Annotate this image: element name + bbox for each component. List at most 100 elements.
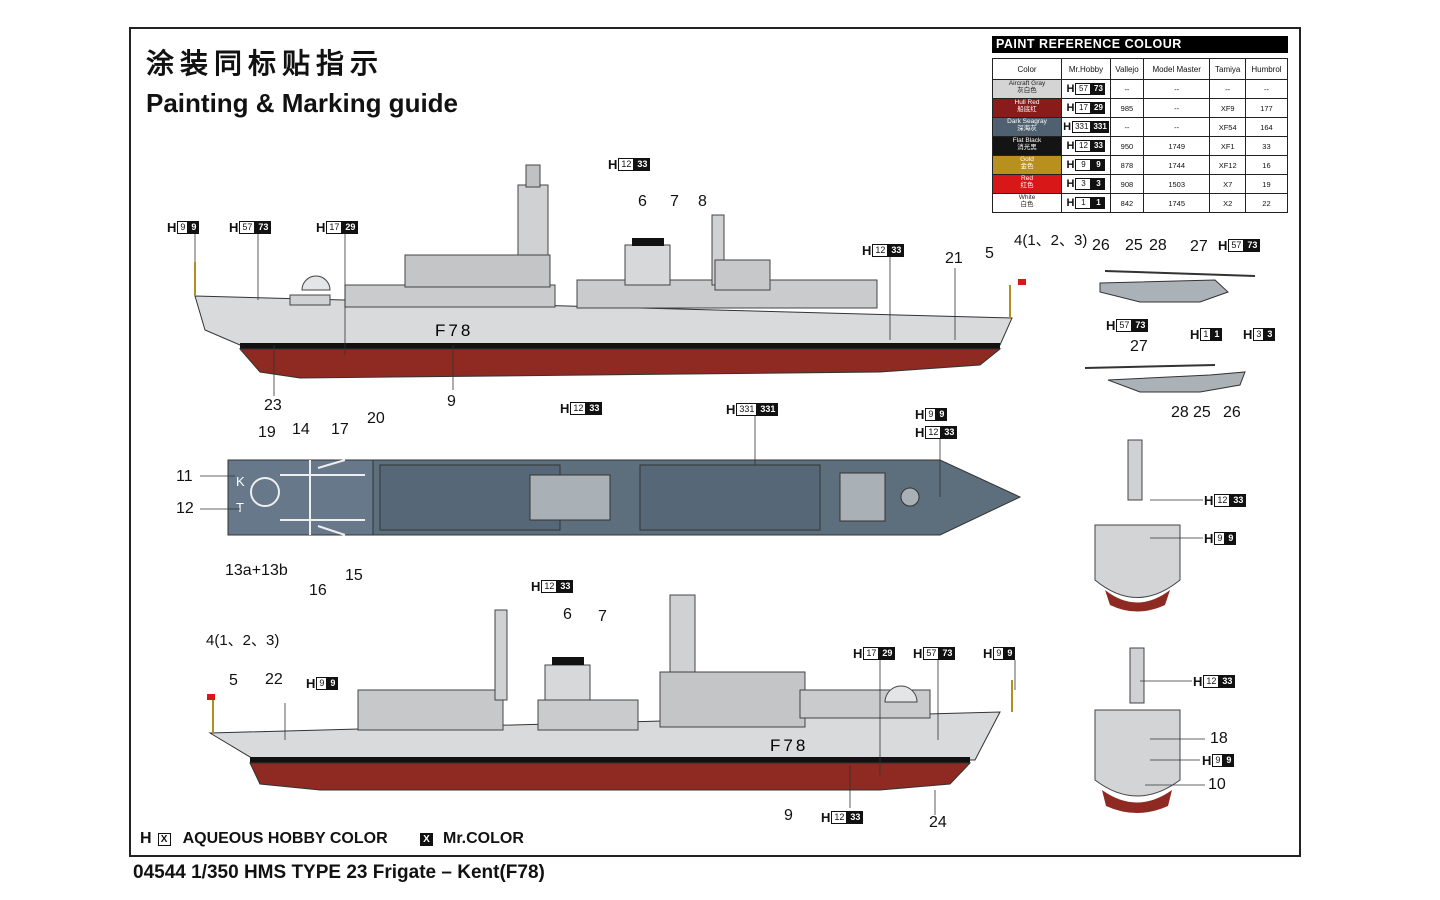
paint-table-title: PAINT REFERENCE COLOUR	[992, 36, 1288, 53]
front-view-bottom	[1094, 647, 1181, 813]
callout-12: 12	[176, 500, 194, 517]
swatch-name-en: Flat Black	[1012, 137, 1042, 144]
h-code-aqueous: 331	[1072, 121, 1092, 133]
callout-15: 15	[345, 567, 363, 584]
h-code-aqueous: 17	[1075, 102, 1092, 114]
tag-mr-code: 33	[1230, 494, 1247, 507]
swatch-name-cn: 船底红	[1017, 106, 1037, 113]
top-side-profile: F78	[194, 164, 1026, 379]
callout-5-top: 5	[985, 245, 994, 262]
callout-19: 19	[258, 424, 276, 441]
legend-aqueous-label: AQUEOUS HOBBY COLOR	[182, 830, 388, 847]
tag-mr-code: 73	[1244, 239, 1261, 252]
swatch-name-en: Dark Seagray	[1007, 118, 1047, 125]
tag-aqueous-code: 9	[316, 677, 328, 690]
tag-aqueous-code: 9	[1212, 754, 1224, 767]
tag-aqueous-code: 9	[1214, 532, 1226, 545]
tag-aqueous-code: 17	[863, 647, 880, 660]
h-code-aqueous: 57	[1075, 83, 1092, 95]
tag-mr-code: 331	[757, 403, 779, 416]
tag-mr-code: 9	[1004, 647, 1016, 660]
swatch-name-en: Hull Red	[1014, 99, 1040, 106]
tag-aqueous-code: 12	[831, 811, 848, 824]
h-code-mr: 73	[1091, 83, 1106, 95]
callout-17: 17	[331, 421, 349, 438]
callout-4-top: 4(1、2、3)	[1014, 232, 1088, 249]
callout-18: 18	[1210, 730, 1228, 747]
tag-aqueous-code: 12	[872, 244, 889, 257]
vallejo-code: 842	[1110, 193, 1144, 213]
swatch-name-cn: 灰白色	[1017, 87, 1037, 94]
h-code-aqueous: 9	[1075, 159, 1092, 171]
swatch-name-cn: 深海灰	[1017, 125, 1037, 132]
callout-26-heli2: 26	[1223, 404, 1241, 421]
callout-9-bottom: 9	[784, 807, 793, 824]
tag-aqueous-code: 9	[177, 221, 189, 234]
deck-plan: K T	[227, 459, 1022, 536]
legend-mr-box: X	[420, 832, 433, 846]
callout-28-heli2: 28	[1171, 404, 1189, 421]
tag-mr-code: 33	[634, 158, 651, 171]
tag-mr-code: 9	[188, 221, 200, 234]
tamiya-code: X2	[1209, 193, 1246, 213]
callout-27-heli2: 27	[1130, 338, 1148, 355]
tag-mr-code: 33	[586, 402, 603, 415]
tag-mr-code: 3	[1264, 328, 1276, 341]
legend-h-prefix: H	[140, 830, 152, 847]
tag-mr-code: 73	[1132, 319, 1149, 332]
tag-aqueous-code: 1	[1200, 328, 1212, 341]
callout-6-top: 6	[638, 193, 647, 210]
h-code-mr: 3	[1091, 178, 1106, 190]
helicopter-bottom	[1084, 364, 1246, 393]
callout-4-bottom: 4(1、2、3)	[206, 632, 280, 649]
tag-mr-code: 9	[327, 677, 339, 690]
tag-aqueous-code: 331	[736, 403, 758, 416]
tag-aqueous-code: 12	[1214, 494, 1231, 507]
callout-26-heli1: 26	[1092, 237, 1110, 254]
callout-25-heli2: 25	[1193, 404, 1211, 421]
vallejo-code: 878	[1110, 155, 1144, 175]
h-code-mr: 331	[1091, 121, 1109, 133]
callout-9-top: 9	[447, 393, 456, 410]
model-master-code: 1745	[1142, 193, 1211, 213]
callout-20: 20	[367, 410, 385, 427]
callout-22: 22	[265, 671, 283, 688]
tag-mr-code: 29	[342, 221, 359, 234]
helicopter-top	[1099, 270, 1256, 303]
callout-23: 23	[264, 397, 282, 414]
swatch-name-en: White	[1018, 194, 1036, 201]
tag-aqueous-code: 57	[239, 221, 256, 234]
humbrol-code: 22	[1244, 193, 1289, 213]
tag-mr-code: 1	[1211, 328, 1223, 341]
h-code-aqueous: 12	[1075, 140, 1092, 152]
